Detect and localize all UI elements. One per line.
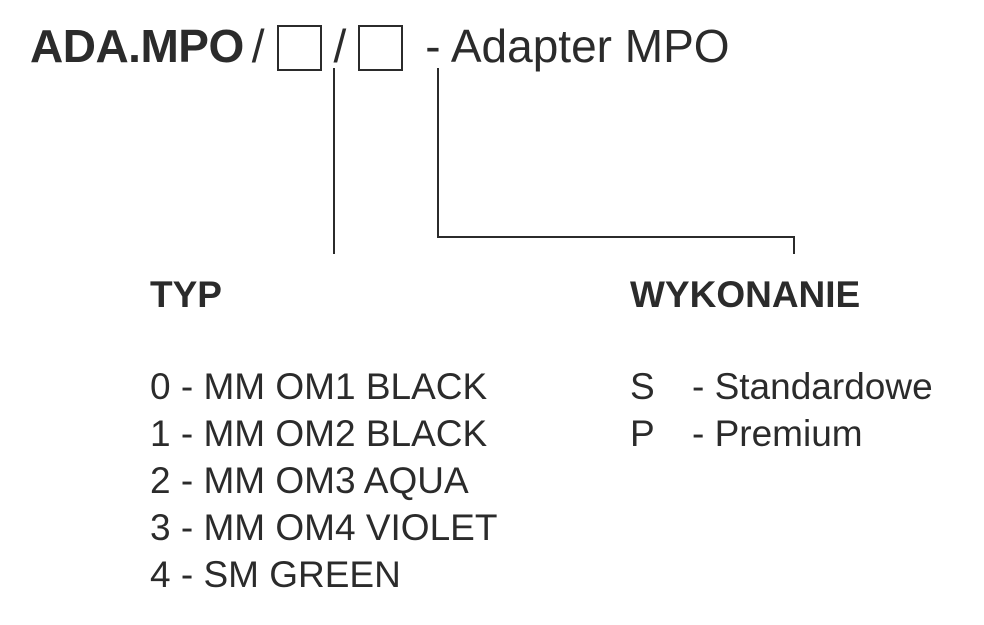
product-code: ADA.MPO: [30, 20, 244, 72]
typ-option-label: - MM OM2 BLACK: [170, 413, 488, 454]
wykonanie-option: S - Standardowe: [630, 363, 933, 410]
wykonanie-option-code: S: [630, 366, 655, 407]
typ-option: 1 - MM OM2 BLACK: [150, 410, 497, 457]
typ-option-code: 0: [150, 366, 171, 407]
typ-option-code: 1: [150, 413, 171, 454]
typ-placeholder-box: [276, 25, 322, 71]
wykonanie-option-label: - Premium: [692, 413, 863, 454]
separator-slash-1: /: [251, 20, 265, 72]
typ-option-label: - SM GREEN: [170, 554, 401, 595]
wykonanie-heading: WYKONANIE: [630, 274, 861, 315]
typ-option-code: 3: [150, 507, 171, 548]
separator-slash-2: /: [333, 20, 347, 72]
wykonanie-option-code: P: [630, 413, 655, 454]
wykonanie-placeholder-box: [358, 25, 404, 71]
product-description: - Adapter MPO: [425, 20, 730, 72]
wykonanie-option: P - Premium: [630, 410, 933, 457]
product-code-header: ADA.MPO / / - Adapter MPO: [30, 16, 730, 76]
typ-option-label: - MM OM4 VIOLET: [170, 507, 498, 548]
typ-option: 4 - SM GREEN: [150, 551, 497, 598]
typ-option-label: - MM OM3 AQUA: [170, 460, 469, 501]
typ-option: 2 - MM OM3 AQUA: [150, 457, 497, 504]
typ-option-code: 2: [150, 460, 171, 501]
typ-heading: TYP: [150, 274, 222, 315]
typ-options-list: 0 - MM OM1 BLACK 1 - MM OM2 BLACK 2 - MM…: [150, 363, 497, 598]
wykonanie-connector-line: [437, 68, 795, 254]
wykonanie-options-list: S - Standardowe P - Premium: [630, 363, 933, 457]
typ-option: 3 - MM OM4 VIOLET: [150, 504, 497, 551]
typ-option: 0 - MM OM1 BLACK: [150, 363, 497, 410]
wykonanie-option-label: - Standardowe: [692, 366, 933, 407]
typ-option-code: 4: [150, 554, 171, 595]
typ-option-label: - MM OM1 BLACK: [170, 366, 488, 407]
